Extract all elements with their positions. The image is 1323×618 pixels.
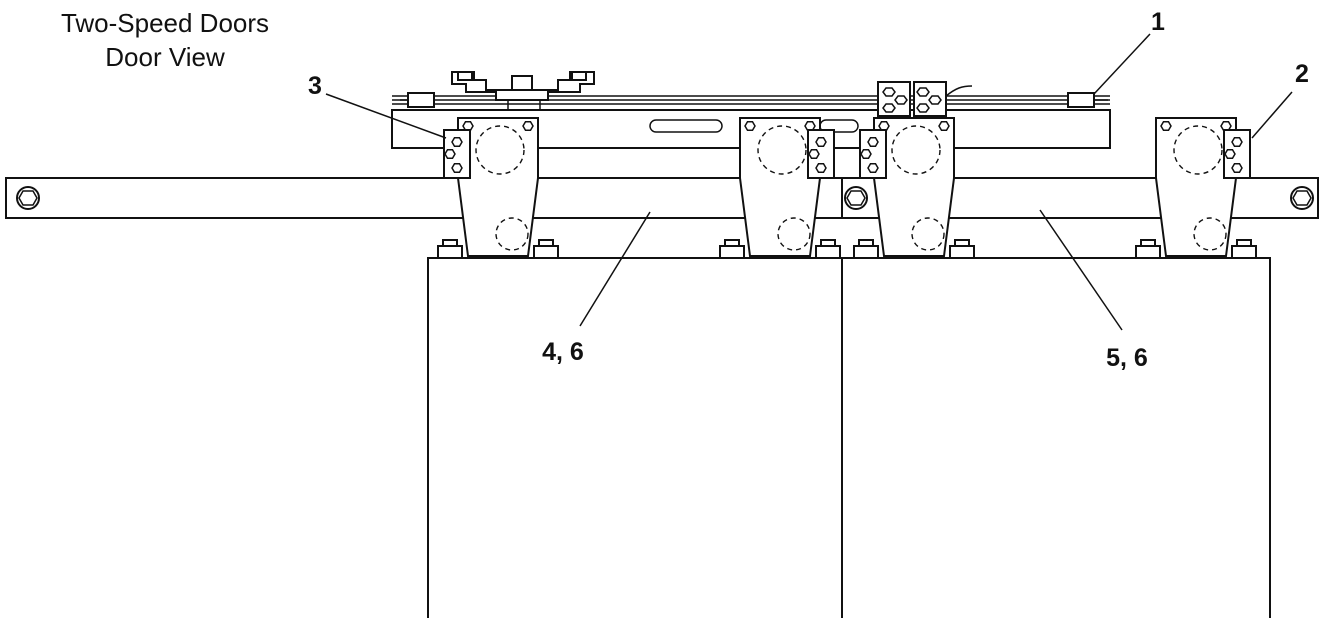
hanger-1: [437, 117, 559, 259]
callout-leaders: [325, 33, 1293, 331]
slot-left: [649, 119, 723, 133]
door-panel-right: [841, 257, 1271, 618]
hanger-4: [1135, 117, 1257, 259]
door-hangers: [437, 117, 1257, 259]
rail-left: [5, 177, 843, 219]
door-panels: [427, 257, 1271, 618]
title-line-2: Door View: [105, 42, 225, 72]
callout-3: 3: [308, 72, 322, 100]
callout-2: 2: [1295, 60, 1309, 88]
callout-4: 4, 6: [542, 338, 584, 366]
hanger-3: [853, 117, 975, 259]
hanger-2: [719, 117, 841, 259]
callout-5: 5, 6: [1106, 344, 1148, 372]
door-panel-left: [427, 257, 843, 618]
callout-1: 1: [1151, 8, 1165, 36]
door-rails: [5, 177, 1319, 219]
top-clamp-bracket: [451, 71, 595, 110]
rail-right: [841, 177, 1319, 219]
title-line-1: Two-Speed Doors: [61, 8, 269, 38]
center-blocks: [877, 81, 973, 117]
